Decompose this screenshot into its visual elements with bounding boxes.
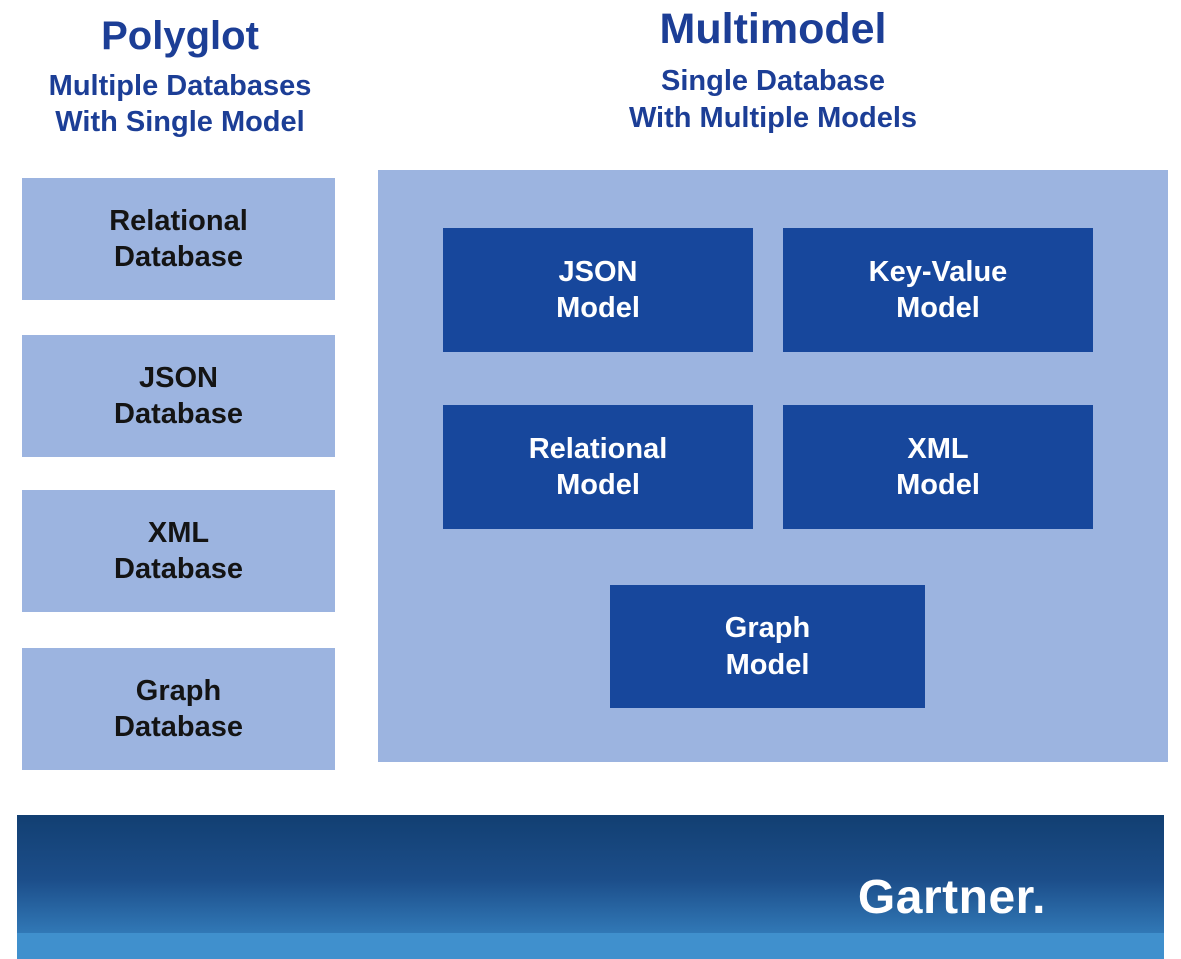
footer-banner-strip: [17, 933, 1164, 959]
multimodel-heading: Multimodel Single Database With Multiple…: [378, 5, 1168, 136]
database-box-json: JSON Database: [22, 335, 335, 457]
model-box-json: JSON Model: [443, 228, 753, 352]
multimodel-panel: JSON Model Key-Value Model Relational Mo…: [378, 170, 1168, 762]
polyglot-title: Polyglot: [101, 14, 259, 58]
footer-banner-gradient: Gartner.: [17, 815, 1164, 933]
model-box-graph: Graph Model: [610, 585, 925, 708]
model-box-xml: XML Model: [783, 405, 1093, 529]
multimodel-title: Multimodel: [659, 5, 887, 53]
model-box-key-value: Key-Value Model: [783, 228, 1093, 352]
database-box-xml: XML Database: [22, 490, 335, 612]
gartner-logo: Gartner.: [857, 871, 1046, 924]
polyglot-subtitle: Multiple Databases With Single Model: [48, 70, 312, 139]
footer-banner: Gartner.: [17, 815, 1164, 959]
polyglot-heading: Polyglot Multiple Databases With Single …: [10, 14, 350, 141]
multimodel-subtitle: Single Database With Multiple Models: [628, 65, 918, 134]
database-box-graph: Graph Database: [22, 648, 335, 770]
model-box-relational: Relational Model: [443, 405, 753, 529]
database-box-relational: Relational Database: [22, 178, 335, 300]
